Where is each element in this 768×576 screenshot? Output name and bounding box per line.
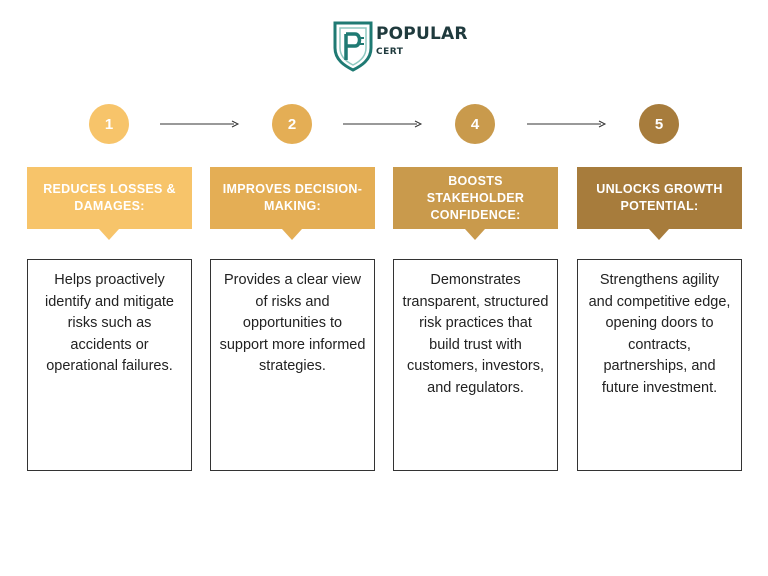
brand-subtitle: CERT — [376, 47, 404, 57]
arrow-right-icon — [527, 120, 607, 128]
step-number-badge: 5 — [639, 104, 679, 144]
step-1: 1 REDUCES LOSSES & DAMAGES: Helps proact… — [27, 104, 192, 474]
banner-pointer — [465, 229, 485, 240]
step-title-banner: REDUCES LOSSES & DAMAGES: — [27, 167, 192, 229]
step-title-banner: IMPROVES DECISION-MAKING: — [210, 167, 375, 229]
step-description-card: Strengthens agility and competitive edge… — [577, 259, 742, 471]
brand-logo: POPULAR CERT — [332, 20, 472, 74]
step-number-badge: 2 — [272, 104, 312, 144]
arrow-right-icon — [343, 120, 423, 128]
step-description-card: Demonstrates transparent, structured ris… — [393, 259, 558, 471]
banner-pointer — [282, 229, 302, 240]
step-5: 5 UNLOCKS GROWTH POTENTIAL: Strengthens … — [577, 104, 742, 474]
step-title-banner: UNLOCKS GROWTH POTENTIAL: — [577, 167, 742, 229]
banner-pointer — [649, 229, 669, 240]
banner-pointer — [99, 229, 119, 240]
arrow-right-icon — [160, 120, 240, 128]
step-title-banner: BOOSTS STAKEHOLDER CONFIDENCE: — [393, 167, 558, 229]
step-number-badge: 4 — [455, 104, 495, 144]
step-number-badge: 1 — [89, 104, 129, 144]
step-description-card: Helps proactively identify and mitigate … — [27, 259, 192, 471]
step-description-card: Provides a clear view of risks and oppor… — [210, 259, 375, 471]
brand-name: POPULAR — [376, 24, 468, 44]
step-2: 2 IMPROVES DECISION-MAKING: Provides a c… — [210, 104, 375, 474]
step-4: 4 BOOSTS STAKEHOLDER CONFIDENCE: Demonst… — [393, 104, 558, 474]
shield-logo-icon — [333, 21, 373, 72]
